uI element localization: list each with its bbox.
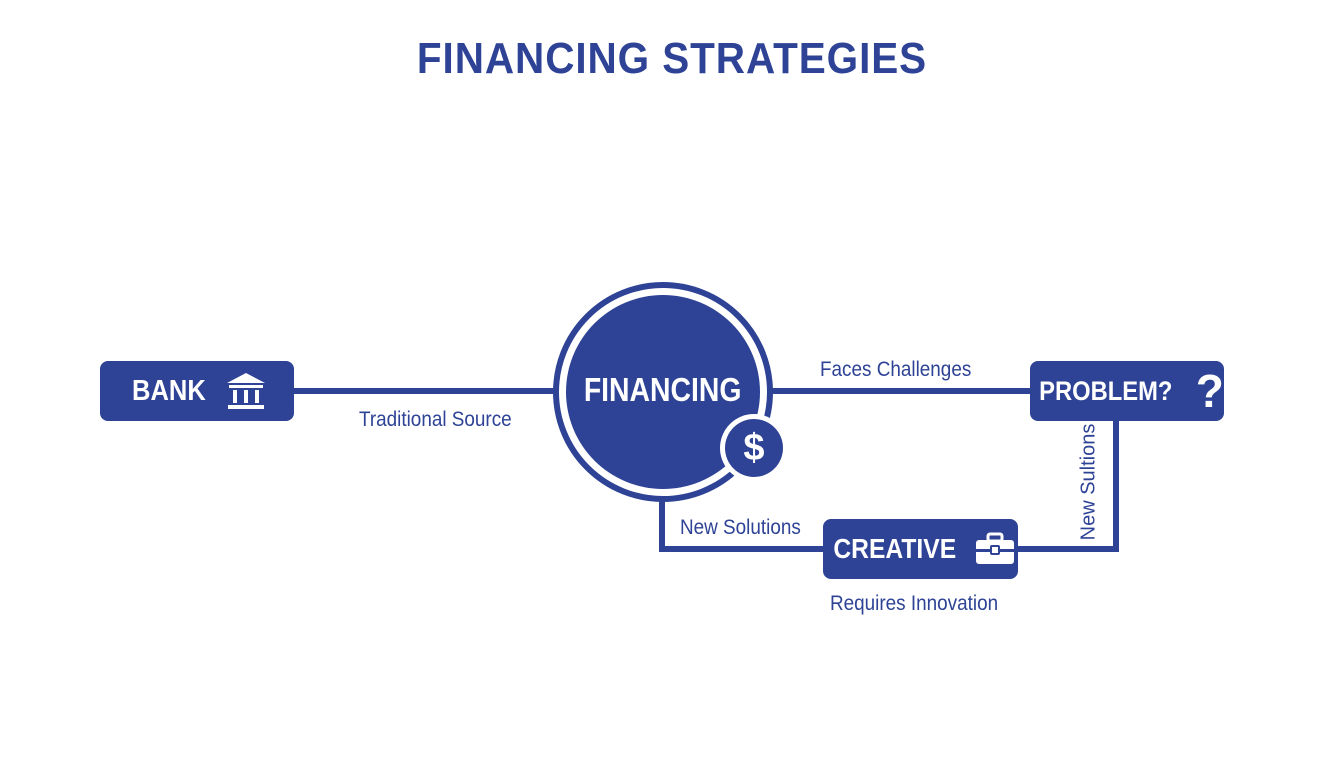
- connector-financing-creative: [659, 500, 823, 552]
- edge-label-new-solutions: New Solutions: [680, 516, 801, 539]
- briefcase-icon: [976, 532, 1015, 564]
- bank-label: BANK: [132, 374, 206, 407]
- dollar-badge: $: [720, 414, 788, 482]
- dollar-sign-icon: $: [725, 419, 783, 477]
- financing-label: FINANCING: [584, 371, 742, 408]
- connector-problem-creative: [1018, 421, 1119, 552]
- creative-node: CREATIVE: [823, 519, 1018, 579]
- page-title: FINANCING STRATEGIES: [416, 34, 928, 83]
- bank-building-icon: [226, 373, 265, 409]
- question-mark-icon: ?: [1195, 365, 1224, 417]
- edge-label-faces-challenges: Faces Challenges: [820, 358, 972, 381]
- edge-label-traditional-source: Traditional Source: [359, 408, 512, 431]
- problem-label: PROBLEM?: [1039, 375, 1173, 406]
- creative-label: CREATIVE: [833, 533, 956, 564]
- financing-hub: FINANCING: [566, 295, 760, 489]
- bank-node: BANK: [100, 361, 294, 421]
- problem-node: PROBLEM? ?: [1030, 361, 1224, 421]
- edge-label-new-sultions-vertical: New Sultions: [1077, 423, 1100, 541]
- caption-requires-innovation: Requires Innovation: [830, 592, 999, 615]
